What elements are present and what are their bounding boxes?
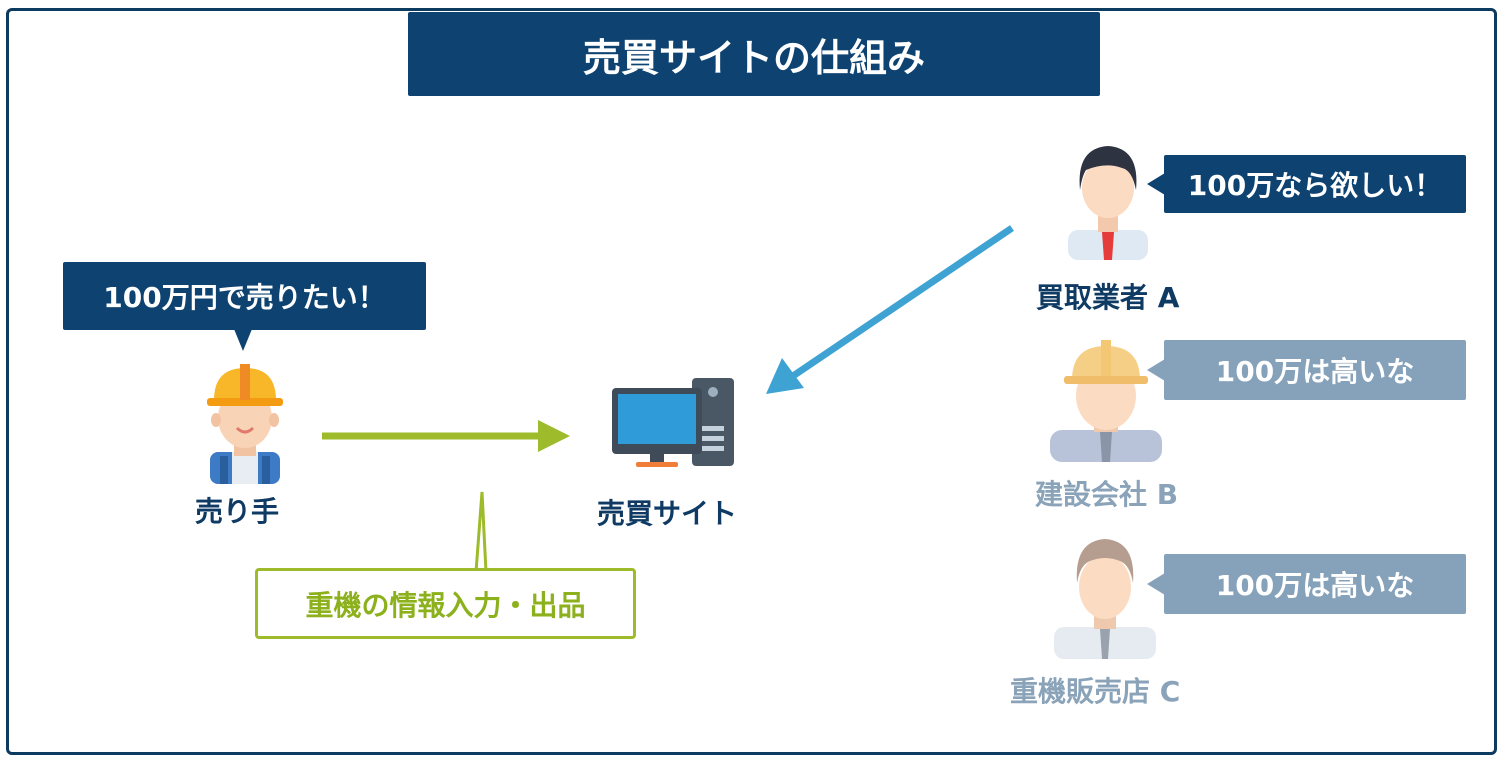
helmet-worker-icon [1050, 340, 1162, 462]
input-note-pointer [474, 491, 488, 573]
businessman-icon [1068, 146, 1148, 260]
construction-worker-icon [207, 364, 283, 484]
seller-label: 売り手 [195, 495, 280, 528]
desktop-computer-icon [612, 378, 734, 467]
buyer-a-label: 買取業者 A [1036, 281, 1180, 314]
buyer-b-speech-bubble: 100万は高いな [1164, 340, 1466, 400]
buyer-c-speech-tail [1147, 573, 1165, 595]
buyer-b-label: 建設会社 B [1035, 478, 1179, 511]
listing-arrow [322, 420, 570, 452]
input-note-box: 重機の情報入力・出品 [255, 568, 636, 639]
older-businessman-icon [1054, 539, 1156, 659]
diagram-title: 売買サイトの仕組み [408, 12, 1100, 96]
seller-speech-bubble: 100万円で売りたい！ [63, 262, 426, 330]
purchase-offer-arrow [766, 225, 1014, 394]
buyer-c-label: 重機販売店 C [1010, 675, 1181, 708]
buyer-b-speech-tail [1147, 359, 1165, 381]
buyer-c-speech-bubble: 100万は高いな [1164, 554, 1466, 614]
site-label: 売買サイト [597, 497, 738, 530]
seller-speech-tail [234, 329, 252, 351]
buyer-a-speech-bubble: 100万なら欲しい！ [1164, 155, 1466, 213]
buyer-a-speech-tail [1147, 173, 1165, 195]
